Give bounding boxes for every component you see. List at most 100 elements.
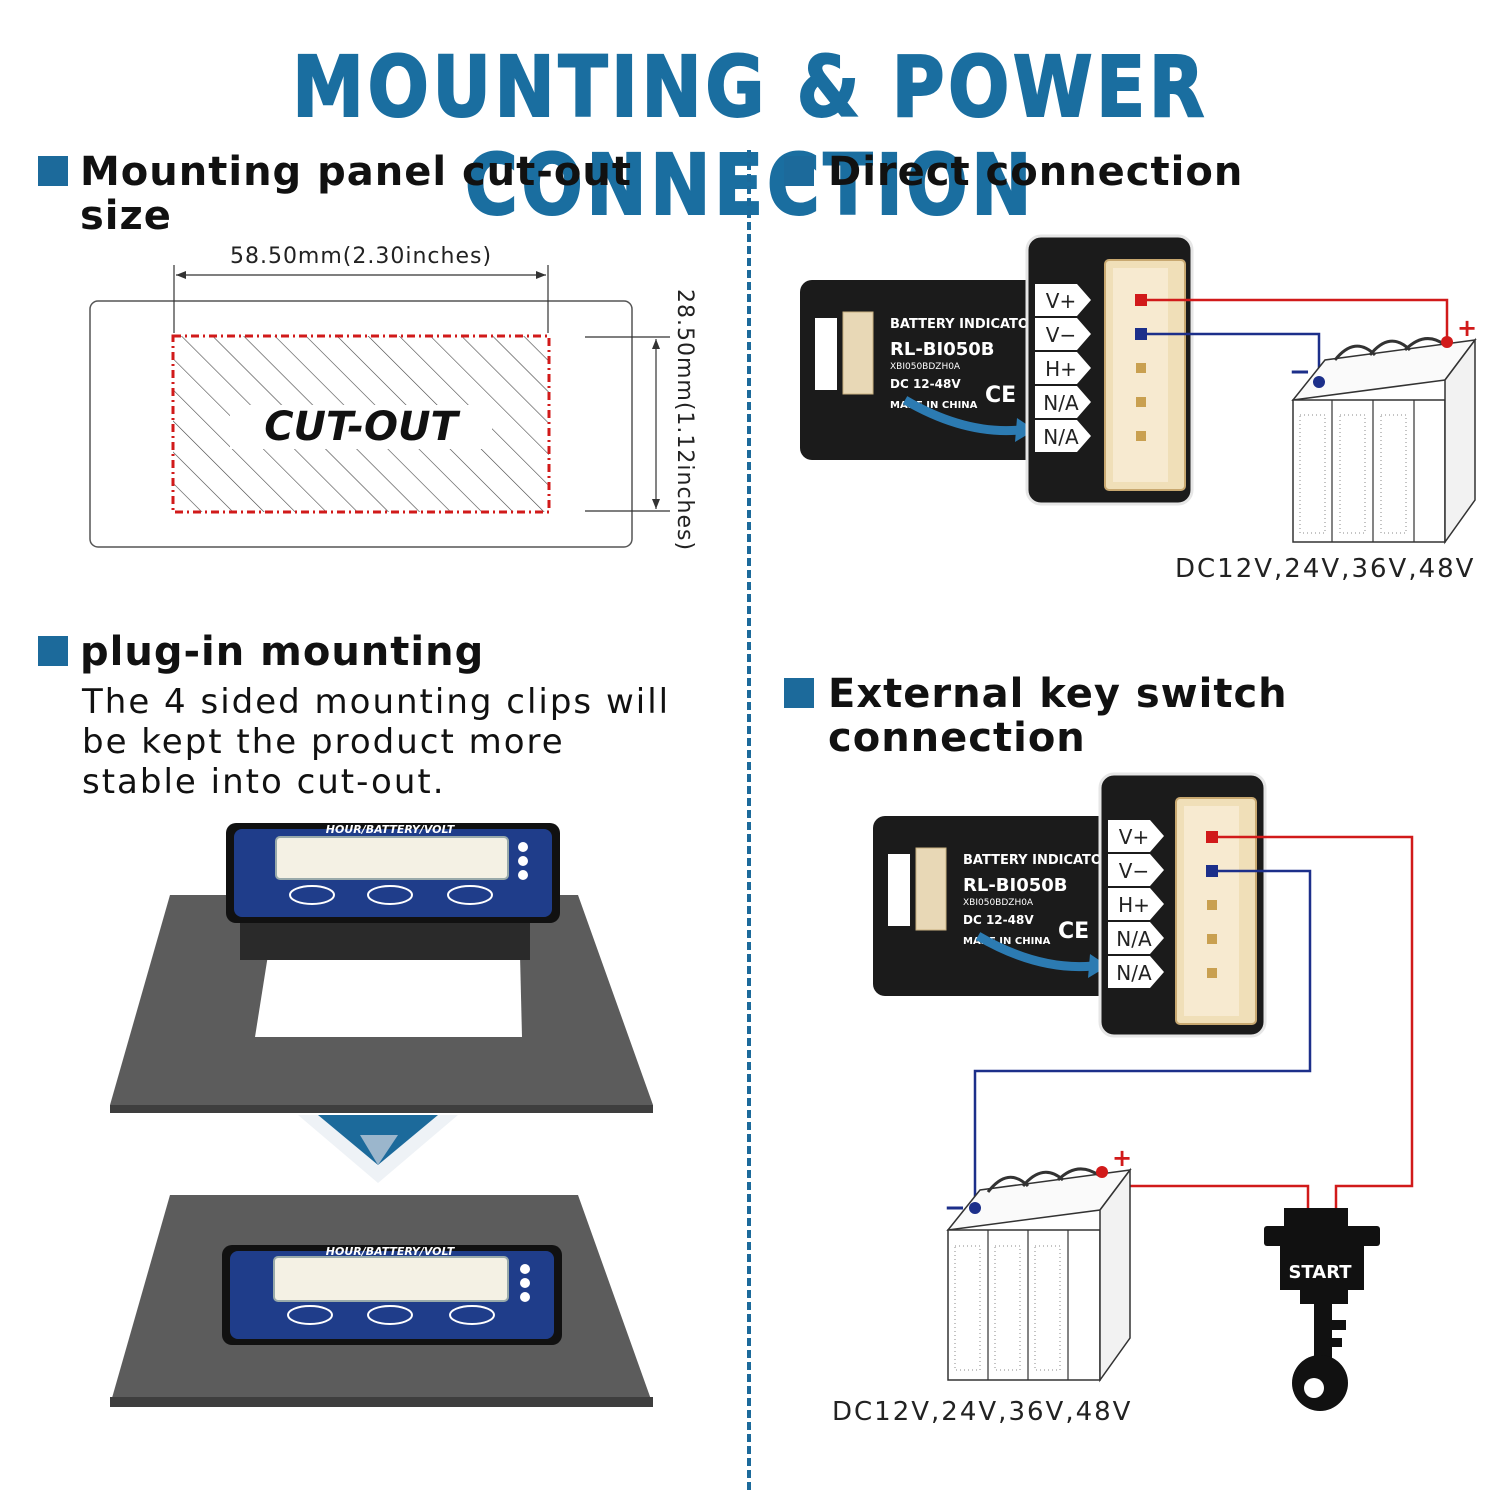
device-indicator — [518, 856, 528, 866]
section-marker — [38, 636, 68, 666]
cutout-heading-line1: Mounting panel cut-out — [80, 149, 632, 195]
positive-wire — [1141, 298, 1449, 340]
pin — [1207, 934, 1217, 944]
battery-positive-terminal — [1096, 1166, 1108, 1178]
positive-wire-to-battery — [1098, 1176, 1310, 1208]
module-made: MADE IN CHINA — [963, 936, 1051, 947]
module-rating: DC 12-48V — [890, 377, 961, 391]
device-button-down — [289, 885, 335, 905]
zoom-arrow-head — [1088, 954, 1108, 978]
pin-tags: V+ V− H+ N/A N/A — [1108, 820, 1164, 988]
pin — [1136, 397, 1146, 407]
pin-label: N/A — [1116, 961, 1152, 985]
mounted-button-down — [287, 1305, 333, 1325]
keyswitch-heading-line1: External key switch — [828, 671, 1288, 717]
module-small-connector — [842, 311, 874, 395]
module-rating: DC 12-48V — [963, 913, 1034, 927]
mounted-label: HOUR/BATTERY/VOLT — [326, 1245, 456, 1258]
pin-tag — [1108, 854, 1164, 886]
pin-label: V+ — [1046, 289, 1076, 313]
pin-label: V− — [1119, 859, 1149, 883]
height-arrow-top — [652, 339, 660, 349]
plugin-desc-line1: The 4 sided mounting clips will — [82, 682, 671, 722]
device-button-up — [447, 885, 493, 905]
module-pin-labels — [888, 854, 910, 926]
zoom-arrow-head — [1015, 418, 1035, 442]
pin-label: N/A — [1043, 391, 1079, 415]
keyswitch-heading-line2: connection — [828, 715, 1086, 761]
pin — [1136, 431, 1146, 441]
width-arrow-right — [536, 271, 546, 279]
pin-tag — [1035, 420, 1091, 452]
pin-label: H+ — [1118, 893, 1150, 917]
pin-tag — [1035, 352, 1091, 384]
minus-sign: − — [1289, 357, 1311, 387]
battery-pack — [1291, 337, 1477, 545]
pin-label: V− — [1046, 323, 1076, 347]
pin-tag — [1035, 284, 1091, 316]
mounted-button-up — [449, 1305, 495, 1325]
device-button-center — [367, 885, 413, 905]
mounted-indicator — [520, 1278, 530, 1288]
positive-wire-to-switch — [1212, 835, 1414, 1208]
pin-tag — [1035, 386, 1091, 418]
pin-tag — [1108, 922, 1164, 954]
minus-sign: − — [944, 1193, 966, 1223]
module-made: MADE IN CHINA — [890, 400, 978, 411]
section-divider — [747, 150, 751, 1490]
pin — [1207, 968, 1217, 978]
plugin-diagram: HOUR/BATTERY/VOLT HOUR/BATTERY/VOLT — [110, 823, 653, 1407]
pin-tag — [1035, 318, 1091, 350]
module-brand: BATTERY INDICATO — [963, 853, 1102, 868]
module-model: RL-BI050B — [890, 339, 995, 360]
height-label: 28.50mm(1.12inches) — [672, 289, 697, 551]
device-screen — [275, 836, 509, 880]
pin-tags: V+ V− H+ N/A N/A — [1035, 284, 1091, 452]
pin — [1136, 363, 1146, 373]
pin-tag — [1108, 820, 1164, 852]
keyswitch-voltage-label: DC12V,24V,36V,48V — [832, 1397, 1133, 1427]
pin-label: N/A — [1116, 927, 1152, 951]
cutout-border — [171, 334, 551, 514]
mounted-button-center — [367, 1305, 413, 1325]
mounted-indicator — [520, 1292, 530, 1302]
pin-label: H+ — [1045, 357, 1077, 381]
device-label: HOUR/BATTERY/VOLT — [326, 823, 456, 836]
mounted-screen — [273, 1256, 509, 1302]
zoom-arrow — [902, 396, 1021, 436]
negative-wire — [1141, 332, 1321, 380]
height-arrow-bottom — [652, 499, 660, 509]
panel-top-edge — [110, 1105, 653, 1113]
section-marker — [784, 156, 814, 186]
negative-wire — [973, 869, 1312, 1206]
down-arrow-highlight — [360, 1135, 398, 1165]
module-pin-labels — [815, 318, 837, 390]
pin — [1207, 900, 1217, 910]
module-code: XBI050BDZH0A — [963, 898, 1034, 908]
plugin-desc-line3: stable into cut-out. — [82, 762, 446, 802]
panel-hole — [255, 955, 522, 1037]
module-small-connector — [915, 847, 947, 931]
plus-sign: + — [1112, 1144, 1132, 1172]
start-label: START — [1288, 1262, 1352, 1283]
battery-negative-terminal — [969, 1202, 981, 1214]
mounted-indicator — [520, 1264, 530, 1274]
zoom-arrow — [975, 932, 1094, 972]
key-switch — [1264, 1208, 1380, 1411]
battery-pack — [946, 1167, 1132, 1383]
module-code: XBI050BDZH0A — [890, 362, 961, 372]
pin-label: V+ — [1119, 825, 1149, 849]
section-marker — [784, 678, 814, 708]
pin-tag — [1108, 888, 1164, 920]
battery-positive-terminal — [1441, 336, 1453, 348]
ce-mark: CE — [985, 383, 1016, 408]
direct-diagram: BATTERY INDICATO RL-BI050B XBI050BDZH0A … — [800, 234, 1477, 545]
ce-mark: CE — [1058, 919, 1089, 944]
battery-negative-terminal — [1313, 376, 1325, 388]
pin-tag — [1108, 956, 1164, 988]
pin-label: N/A — [1043, 425, 1079, 449]
width-arrow-left — [176, 271, 186, 279]
section-marker — [38, 156, 68, 186]
plugin-desc-line2: be kept the product more — [82, 722, 565, 762]
plugin-heading: plug-in mounting — [80, 629, 485, 675]
